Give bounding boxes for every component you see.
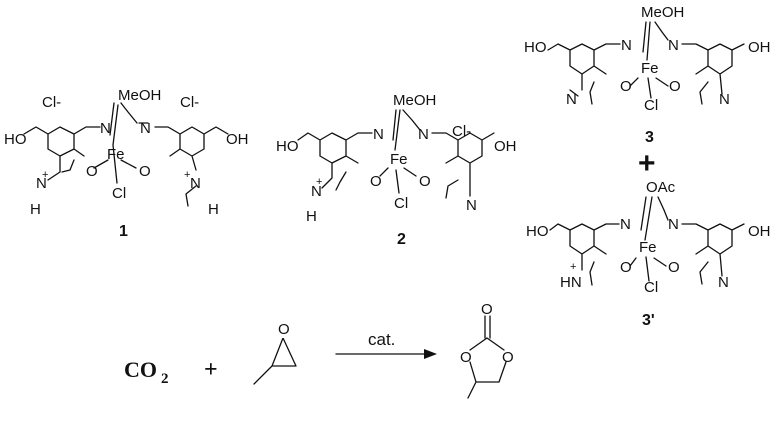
imine-n-right: N	[418, 126, 429, 143]
axial-ligand-top: OAc	[646, 179, 676, 196]
axial-ligand-bottom: Cl	[644, 279, 658, 296]
compound-2-bonds	[297, 109, 495, 199]
compound-3: MeOH Fe Cl N N O O HO OH N N 3	[524, 4, 771, 146]
compound-3-bonds	[547, 21, 745, 105]
axial-ligand-top: MeOH	[118, 87, 161, 104]
reaction-plus: +	[204, 357, 218, 383]
axial-ligand-bottom: Cl	[644, 97, 658, 114]
compound-1-bonds	[23, 102, 229, 207]
catalyst-label: cat.	[368, 330, 395, 349]
pyridinium-n-right: N	[190, 175, 201, 192]
axial-ligand-bottom: Cl	[112, 185, 126, 202]
pyridinium-n: N	[311, 183, 322, 200]
counterion-cl-left: Cl-	[42, 94, 61, 111]
compound-3-prime-bonds	[549, 196, 745, 286]
substituent-oh: OH	[748, 39, 771, 56]
phenolate-o-left: O	[620, 259, 632, 276]
axial-ligand-bottom: Cl	[394, 195, 408, 212]
phenolate-o-right: O	[669, 78, 681, 95]
ring-oxygen-left: O	[460, 349, 472, 366]
mixture-plus: +	[638, 147, 656, 180]
imine-n-left: N	[373, 126, 384, 143]
pyridine-n-right: N	[718, 274, 729, 291]
phenolate-o-left: O	[370, 173, 382, 190]
imine-n-left: N	[100, 120, 111, 137]
metal-center: Fe	[107, 146, 125, 163]
imine-n-left: N	[621, 37, 632, 54]
pyridine-n-right: N	[719, 91, 730, 108]
charge-plus-left: +	[42, 169, 48, 181]
compound-number: 3	[645, 129, 654, 146]
compound-number: 3'	[642, 312, 655, 329]
reaction-arrow: cat.	[335, 330, 437, 359]
charge-plus-right: +	[184, 169, 190, 181]
reaction-equation: CO 2 + O cat. O O O	[124, 301, 514, 399]
charge-plus: +	[570, 261, 576, 273]
phenolate-o-left: O	[86, 163, 98, 180]
compound-1: Cl- Cl- MeOH Fe Cl N N O O HO OH N + H N…	[4, 87, 249, 240]
substituent-oh: OH	[226, 131, 249, 148]
axial-ligand-top: MeOH	[393, 92, 436, 109]
ring-oxygen-right: O	[502, 349, 514, 366]
epoxide-oxygen: O	[278, 321, 290, 338]
imine-n-left: N	[620, 216, 631, 233]
co2-formula: CO	[124, 357, 157, 382]
pyridinium-h-right: H	[208, 201, 219, 218]
substituent-ho: HO	[526, 223, 549, 240]
substituent-ho: HO	[524, 39, 547, 56]
phenolate-o-right: O	[668, 259, 680, 276]
phenolate-o-right: O	[419, 173, 431, 190]
pyridinium-hn: HN	[560, 274, 582, 291]
imine-n-right: N	[140, 120, 151, 137]
pyridine-n-right: N	[466, 197, 477, 214]
co2-subscript: 2	[161, 371, 169, 387]
pyridinium-n-left: N	[36, 175, 47, 192]
carbonyl-oxygen: O	[481, 301, 493, 318]
counterion-cl-right: Cl-	[180, 94, 199, 111]
substituent-oh: OH	[748, 223, 771, 240]
substituent-oh: OH	[494, 138, 517, 155]
axial-ligand-top: MeOH	[641, 4, 684, 21]
propylene-carbonate-structure: O O O	[460, 301, 514, 399]
imine-n-right: N	[668, 37, 679, 54]
propylene-oxide-structure: O	[253, 318, 297, 385]
pyridinium-h-left: H	[30, 201, 41, 218]
substituent-ho: HO	[276, 138, 299, 155]
substituent-ho: HO	[4, 131, 27, 148]
charge-plus: +	[316, 176, 322, 188]
compound-3-prime: OAc Fe Cl N N O O HO OH HN + N 3'	[526, 179, 771, 329]
pyridinium-h: H	[306, 208, 317, 225]
phenolate-o-right: O	[139, 163, 151, 180]
metal-center: Fe	[641, 60, 659, 77]
metal-center: Fe	[390, 151, 408, 168]
metal-center: Fe	[639, 239, 657, 256]
imine-n-right: N	[668, 216, 679, 233]
compound-2: Cl- MeOH Fe Cl N N O O HO OH N + H N 2	[276, 92, 517, 248]
compound-number: 2	[397, 231, 406, 248]
compound-number: 1	[119, 223, 128, 240]
pyridine-n-left: N	[566, 91, 577, 108]
phenolate-o-left: O	[620, 78, 632, 95]
